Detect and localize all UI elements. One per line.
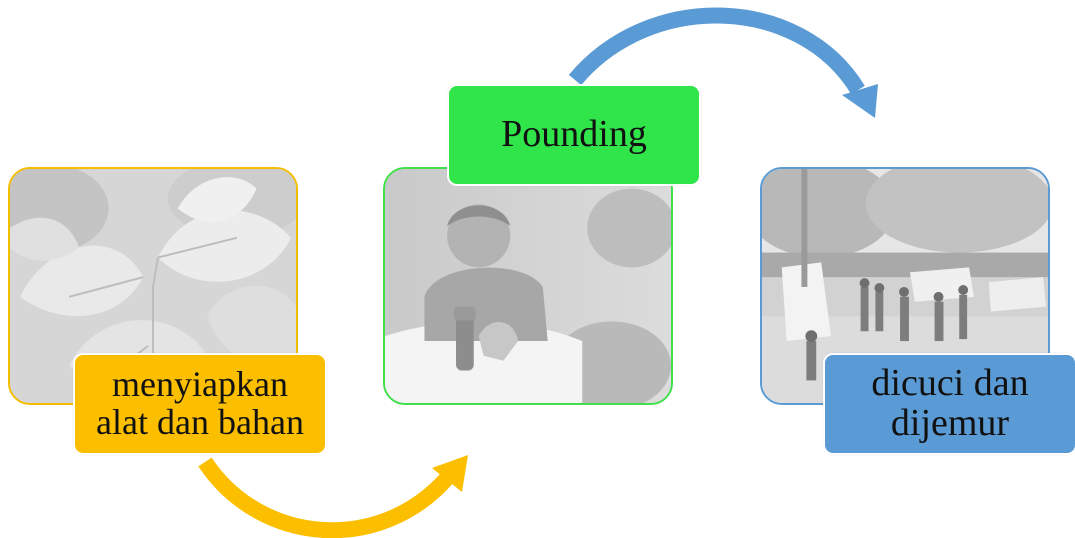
step-2-label: Pounding [447,84,701,186]
arrow-step1-to-step2 [205,462,448,530]
step-3-label: dicuci dan dijemur [823,353,1075,455]
arrow-step2-head [842,84,878,118]
child-illustration [385,169,671,403]
step-1-label: menyiapkan alat dan bahan [73,353,327,455]
arrow-step1-head [432,455,468,492]
child-pounding-photo [383,167,673,405]
step-1-text: menyiapkan alat dan bahan [96,366,304,442]
arrow-step2-to-step3 [575,16,858,90]
step-2-text: Pounding [501,115,647,155]
step-3-text: dicuci dan dijemur [871,364,1028,444]
